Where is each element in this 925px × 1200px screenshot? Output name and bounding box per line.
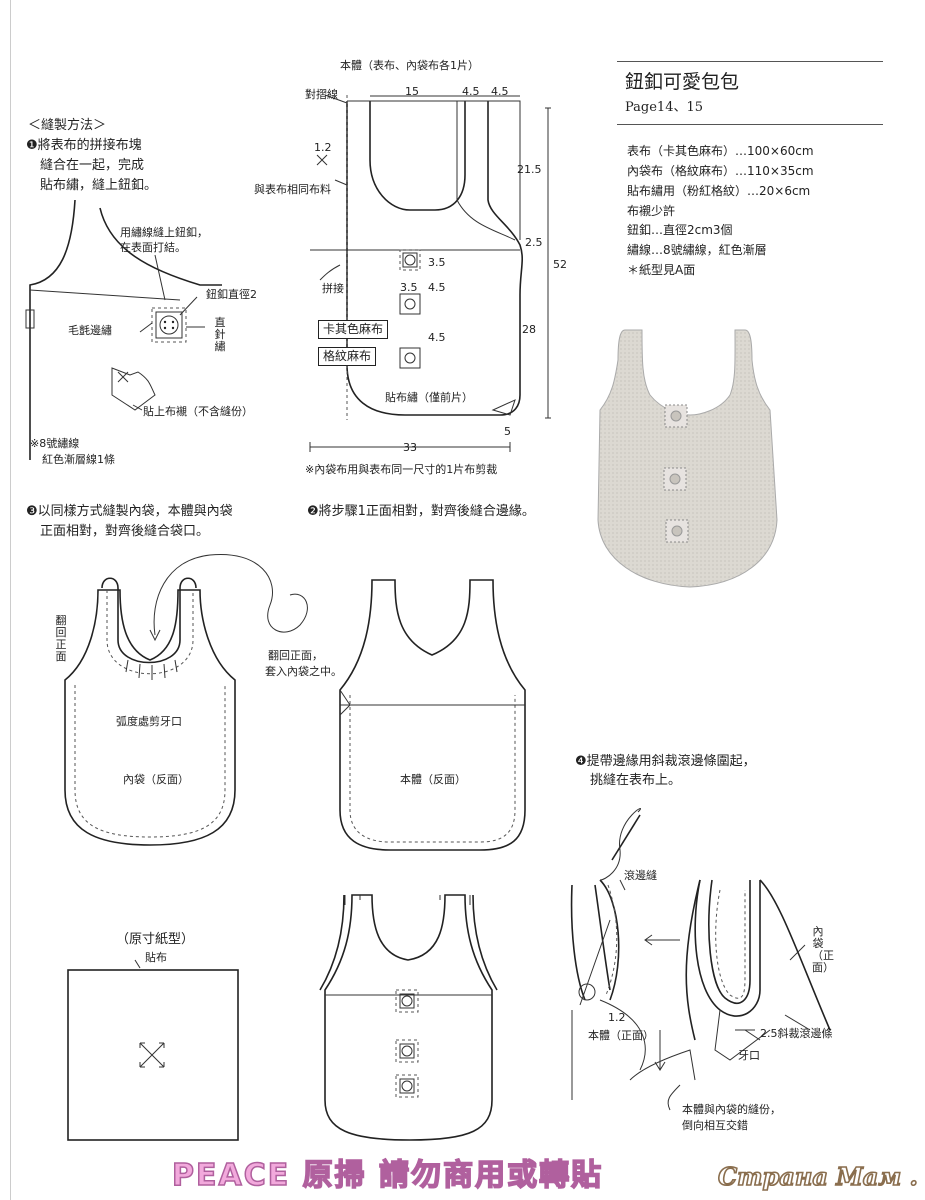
watermark: Страна Мам . ру [717,1161,925,1192]
step3-turn-right-side: 翻回正面 [55,614,67,663]
header-divider [617,61,883,62]
dim-2-5: 2.5 [525,236,543,249]
fabric-label-check: 格紋麻布 [318,347,377,366]
fullsize-title: （原寸紙型） [116,932,195,947]
dim-4-5: 4.5 [462,85,480,98]
header-divider-bottom [617,124,883,125]
dim-28: 28 [522,323,536,336]
step1-thread-note: ※8號繡線 [30,437,80,450]
pattern-title: 本體（表布、內袋布各1片） [340,59,479,72]
dim-4-5: 4.5 [428,331,446,344]
fabric-label-khaki: 卡其色麻布 [318,320,389,339]
step1-line: 縫合在一起，完成 [40,158,145,173]
dim-4-5: 4.5 [491,85,509,98]
dim-21-5: 21.5 [517,163,542,176]
step3-line: ❸以同樣方式縫製內袋，本體與內袋 [26,504,233,519]
pattern-same-fabric: 與表布相同布料 [254,183,331,196]
step4-clip: 牙口 [738,1049,760,1062]
step1-thread-note: 紅色漸層線1條 [42,453,115,466]
material-item: 繡線…8號繡線，紅色漸層 [627,243,767,257]
step3-clip-curve: 弧度處剪牙口 [116,715,182,728]
step4-line: ❹提帶邊緣用斜裁滾邊條圍起， [575,754,756,769]
dim-3-5: 3.5 [400,281,418,294]
step4-seam-note: 倒向相互交錯 [682,1119,748,1132]
step4-binding-stitch: 滾邊縫 [624,869,657,882]
step4-line: 挑縫在表布上。 [590,773,682,788]
step1-button-note: 在表面打結。 [120,241,186,254]
material-item: 貼布繡用（粉紅格紋）…20×6cm [627,184,811,198]
step3-turn-insert: 翻回正面， [268,649,323,662]
material-item: 鈕釦…直徑2cm3個 [627,223,733,237]
step4-body-right: 本體（正面） [588,1029,654,1042]
dim-4-5: 4.5 [428,281,446,294]
pattern-fold-line: 對摺線 [305,88,338,101]
dim-33: 33 [403,441,417,454]
step1-button-diameter: 鈕釦直徑2 [206,288,257,301]
step1-line: 貼布繡，縫上鈕釦。 [40,178,158,193]
dim-1-2: 1.2 [314,141,332,154]
dim-52: 52 [553,258,567,271]
step4-measure: 1.2 [608,1011,626,1024]
dim-3-5: 3.5 [428,256,446,269]
pattern-applique: 貼布繡（僅前片） [385,391,473,404]
pattern-note: ※內袋布用與表布同一尺寸的1片布剪裁 [305,463,498,476]
step1-blanket-stitch: 毛氈邊繡 [68,324,112,337]
step1-line: ❶將表布的拼接布塊 [26,138,142,153]
step4-seam-note: 本體與內袋的縫份， [682,1103,781,1116]
page-title: 鈕釦可愛包包 [625,71,740,93]
step1-interfacing: 貼上布襯（不含縫份） [143,405,253,418]
material-item: 布襯少許 [627,204,676,218]
step4-lining-right: 內袋（正面） [812,925,834,974]
step1-straight-stitch: 直針繡 [214,316,226,353]
step4-bias-binding: 2.5斜裁滾邊條 [760,1027,833,1040]
dim-5: 5 [504,425,511,438]
material-item: ＊紙型見A面 [627,263,696,277]
page-reference: Page14、15 [625,100,704,115]
method-heading: ＜縫製方法＞ [28,118,107,133]
footer-notice: PEACE 原掃 請勿商用或轉貼 [171,1157,604,1194]
step3-turn-insert: 套入內袋之中。 [265,665,342,678]
step3-lining-wrong: 內袋（反面） [123,773,189,786]
step2-text: ❷將步驟1正面相對，對齊後縫合邊緣。 [307,504,535,519]
dim-15: 15 [405,85,419,98]
fullsize-label: 貼布 [145,951,167,964]
material-item: 表布（卡其色麻布）…100×60cm [627,144,814,158]
pattern-patchwork: 拼接 [322,282,344,295]
step3-line: 正面相對，對齊後縫合袋口。 [40,524,210,539]
step1-button-note: 用繡線縫上鈕釦， [120,226,208,239]
step3-body-wrong: 本體（反面） [400,773,466,786]
page-edge [10,0,11,1200]
material-item: 內袋布（格紋麻布）…110×35cm [627,164,814,178]
